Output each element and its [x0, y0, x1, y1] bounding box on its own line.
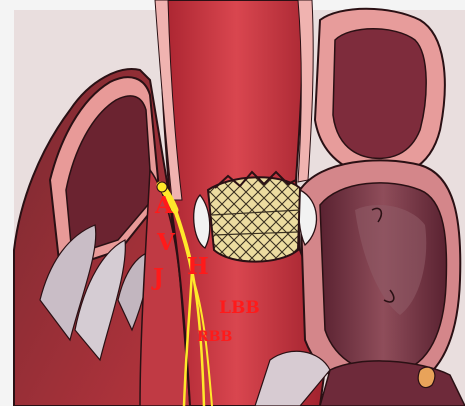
- label-a: A: [155, 194, 173, 217]
- label-his: H: [187, 255, 209, 278]
- label-v: V: [157, 231, 175, 254]
- av-node-dot: [157, 182, 167, 192]
- label-left-bundle-branch: LBB: [219, 300, 260, 317]
- label-j: J: [153, 266, 164, 289]
- pulmonary-vessel-inner: [333, 29, 426, 159]
- coronary-ostium: [418, 367, 435, 387]
- valve-stent: [208, 177, 300, 261]
- transcatheter-valve: [208, 172, 300, 262]
- label-right-bundle-branch: RBB: [197, 330, 232, 344]
